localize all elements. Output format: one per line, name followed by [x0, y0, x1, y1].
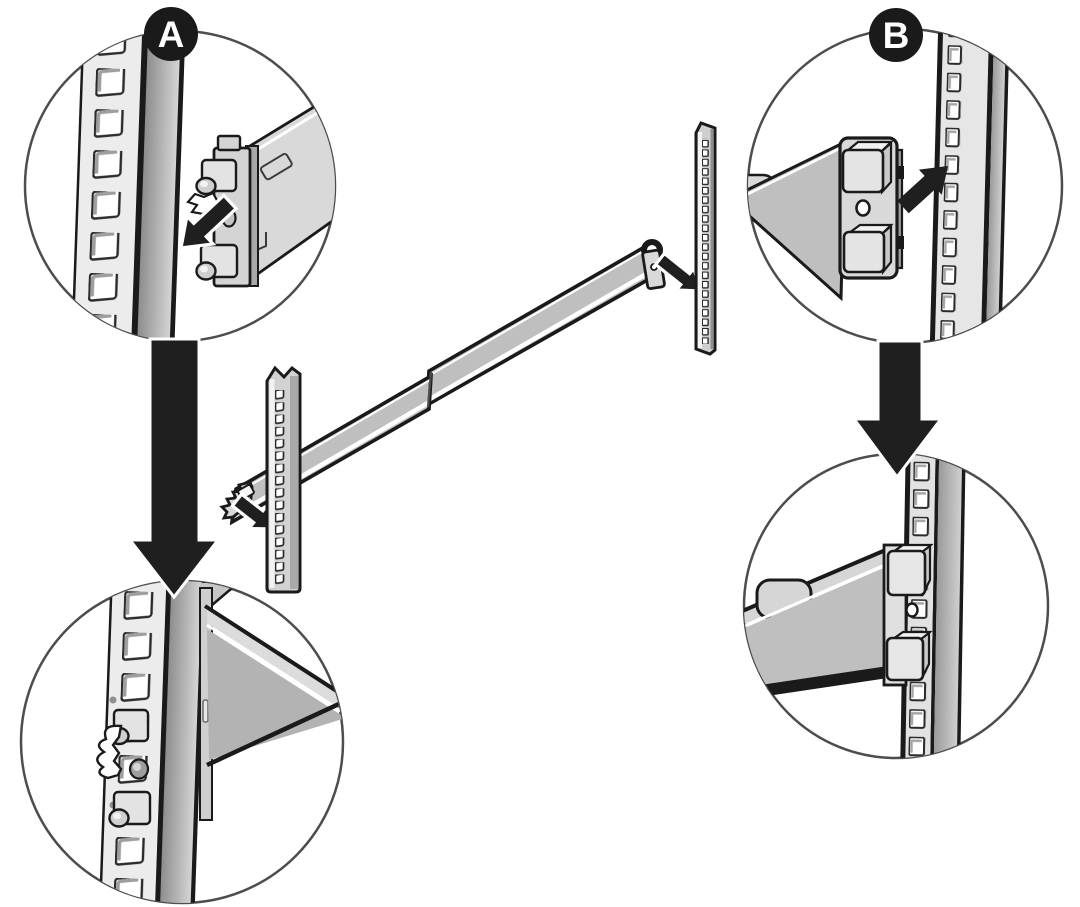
rack-post-outer-edge: [169, 31, 186, 341]
bracket-clip-bottom: [897, 236, 904, 249]
strip-highlight: [269, 379, 275, 588]
right-step-down-arrow-icon: [851, 339, 945, 480]
rail-shaft-attached: [744, 547, 889, 700]
callout-b-content: [748, 29, 1011, 343]
rail-seam: [426, 371, 433, 408]
callout-a-result-content: [96, 581, 343, 903]
strip-side: [290, 376, 298, 589]
mounted-rail: [199, 582, 343, 821]
retainer-clip: [96, 724, 123, 780]
rack-post-rear-detail: [929, 29, 1011, 343]
callout-b-result: [742, 452, 1050, 760]
bracket-hole: [905, 602, 919, 618]
rail-back-face: [207, 608, 343, 716]
front-adapter-strip: [265, 365, 302, 594]
rail-front-section: [229, 371, 433, 526]
bracket-clip-top: [897, 166, 904, 179]
rail-slot: [259, 153, 293, 181]
screw-tip-top: [109, 696, 117, 704]
rail-rear-section: [425, 242, 653, 409]
installed-fasteners: [96, 696, 152, 828]
callout-a: [23, 29, 337, 343]
badge-a-label: A: [158, 14, 185, 55]
bracket-tab-top: [886, 543, 934, 597]
rail-shaft-b: [748, 139, 847, 302]
rail-bracket-b: [838, 136, 904, 280]
shaft-bottom-edge: [744, 666, 888, 700]
badge-b-label: B: [883, 15, 910, 56]
rack-post: [900, 454, 966, 758]
strip-holes: [702, 138, 710, 344]
end-plate-notch: [216, 134, 242, 152]
callout-a-insert-arrow-icon: [179, 193, 239, 250]
strip-highlight: [698, 132, 702, 348]
mounting-pin-bottom: [108, 790, 152, 828]
strip-side: [710, 129, 713, 349]
rack-post-holes: [86, 31, 130, 341]
rail-bracket-attached: [882, 543, 934, 687]
bracket-hole: [855, 199, 871, 217]
badge-a-circle: [144, 7, 198, 61]
shaft-front-face: [744, 566, 888, 692]
badge-b-circle: [869, 8, 923, 62]
callout-b: [746, 27, 1064, 345]
rear-adapter-strip: [694, 121, 717, 356]
rack-post-edge: [131, 31, 148, 341]
callout-a-result: [19, 579, 345, 905]
rail-bottom-face: [207, 629, 343, 760]
mounting-pin-bottom: [195, 243, 239, 281]
center-assembly: [219, 121, 717, 594]
callout-a-content: [70, 31, 335, 341]
rack-post-holes: [939, 29, 964, 343]
rail-rear-insert-arrow-icon: [653, 251, 703, 293]
left-step-down-arrow-icon: [126, 337, 222, 600]
bracket-tab-top: [841, 140, 894, 195]
bracket-tab-bottom: [885, 630, 933, 682]
strip-holes: [275, 388, 285, 586]
badge-a: A: [144, 7, 198, 61]
callout-b-insert-arrow-icon: [897, 166, 948, 214]
rack-post-holes: [908, 454, 931, 758]
rack-post-front-detail: [70, 31, 186, 341]
bracket-tab-bottom: [842, 223, 894, 276]
nut-in-hole: [128, 758, 150, 780]
badge-b: B: [869, 8, 923, 62]
rail-front-insert-arrow-icon: [230, 491, 277, 531]
mounting-pin-top: [195, 158, 238, 196]
rail-plate-slot: [202, 699, 209, 723]
callout-b-result-content: [744, 454, 966, 758]
